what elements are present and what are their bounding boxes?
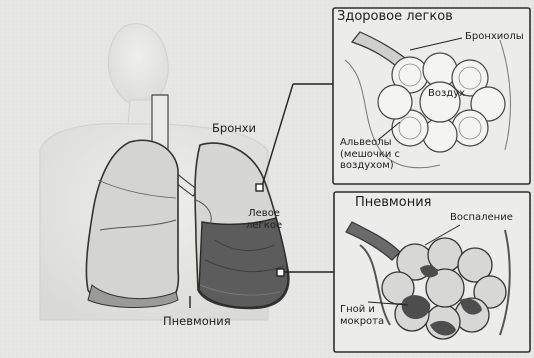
air-label: Воздух: [428, 88, 465, 100]
inflammation-label: Воспаление: [450, 212, 513, 224]
pneumonia-label: Пневмония: [163, 315, 231, 328]
bronchiole-label: Бронхиолы: [465, 31, 524, 43]
alveoli-label: Альвеолы (мешочки с воздухом): [340, 137, 400, 172]
bronchi-label: Бронхи: [212, 122, 256, 135]
healthy-panel-title: Здоровое легков: [337, 9, 453, 24]
pus-label: Гной и мокрота: [340, 304, 384, 327]
left-lung-label: Левое легкое: [246, 208, 282, 231]
pneumonia-panel-title: Пневмония: [355, 195, 431, 210]
